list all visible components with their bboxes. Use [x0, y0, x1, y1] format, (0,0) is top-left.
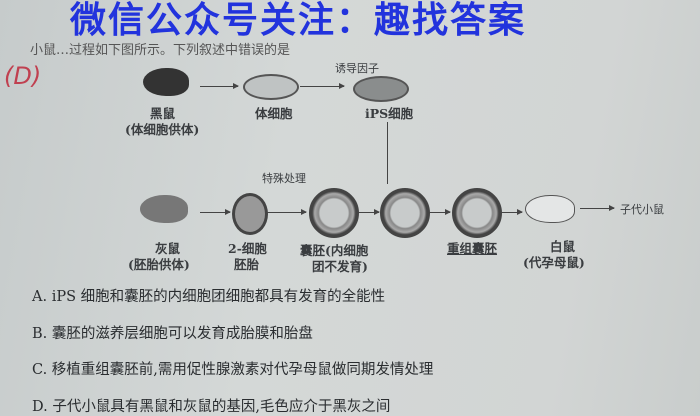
ips-cell-label: iPS细胞 — [365, 106, 414, 121]
injection-line — [387, 122, 388, 184]
option-a: A. iPS 细胞和囊胚的内细胞团细胞都具有发育的全能性 — [32, 289, 386, 305]
recombinant-blastocyst-icon — [452, 188, 502, 238]
arrow — [357, 209, 380, 215]
gray-mouse-icon — [140, 195, 188, 223]
induce-factor-label: 诱导因子 — [335, 62, 379, 75]
arrow — [300, 83, 345, 89]
special-treatment-label: 特殊处理 — [262, 172, 306, 185]
white-mouse-label: 白鼠 — [550, 239, 576, 254]
option-c: C. 移植重组囊胚前,需用促性腺激素对代孕母鼠做同期发情处理 — [32, 362, 434, 378]
black-mouse-label: 黑鼠 — [150, 106, 176, 121]
arrow — [266, 209, 307, 215]
white-mouse-icon — [525, 195, 575, 223]
gray-mouse-label: 灰鼠 — [155, 241, 181, 256]
arrow — [500, 209, 523, 215]
arrow — [580, 205, 615, 211]
recombinant-label: 重组囊胚 — [447, 241, 498, 256]
blastocyst-label-1: 囊胚(内细胞 — [300, 243, 369, 258]
offspring-label: 子代小鼠 — [620, 203, 664, 216]
somatic-cell-label: 体细胞 — [255, 106, 293, 121]
two-cell-embryo-icon — [232, 193, 268, 235]
injected-blastocyst-icon — [380, 188, 430, 238]
watermark: 微信公众号关注：趣找答案 — [70, 0, 527, 41]
arrow — [200, 83, 239, 89]
question-stem: 小鼠…过程如下图所示。下列叙述中错误的是 — [30, 43, 291, 58]
black-mouse-icon — [143, 68, 189, 96]
option-b: B. 囊胚的滋养层细胞可以发育成胎膜和胎盘 — [32, 326, 313, 342]
blastocyst-icon — [309, 188, 359, 238]
black-mouse-role: (体细胞供体) — [125, 122, 200, 137]
blastocyst-label-2: 团不发育) — [312, 259, 368, 274]
arrow — [428, 209, 451, 215]
white-mouse-role: (代孕母鼠) — [523, 255, 585, 270]
option-d: D. 子代小鼠具有黑鼠和灰鼠的基因,毛色应介于黑灰之间 — [32, 399, 391, 415]
handwritten-answer: (D) — [4, 62, 42, 90]
arrow — [200, 209, 231, 215]
two-cell-label-1: 2-细胞 — [228, 241, 267, 256]
ips-cell-dish-icon — [353, 76, 409, 102]
two-cell-label-2: 胚胎 — [234, 257, 260, 272]
gray-mouse-role: (胚胎供体) — [128, 257, 190, 272]
somatic-cell-dish-icon — [243, 74, 299, 100]
